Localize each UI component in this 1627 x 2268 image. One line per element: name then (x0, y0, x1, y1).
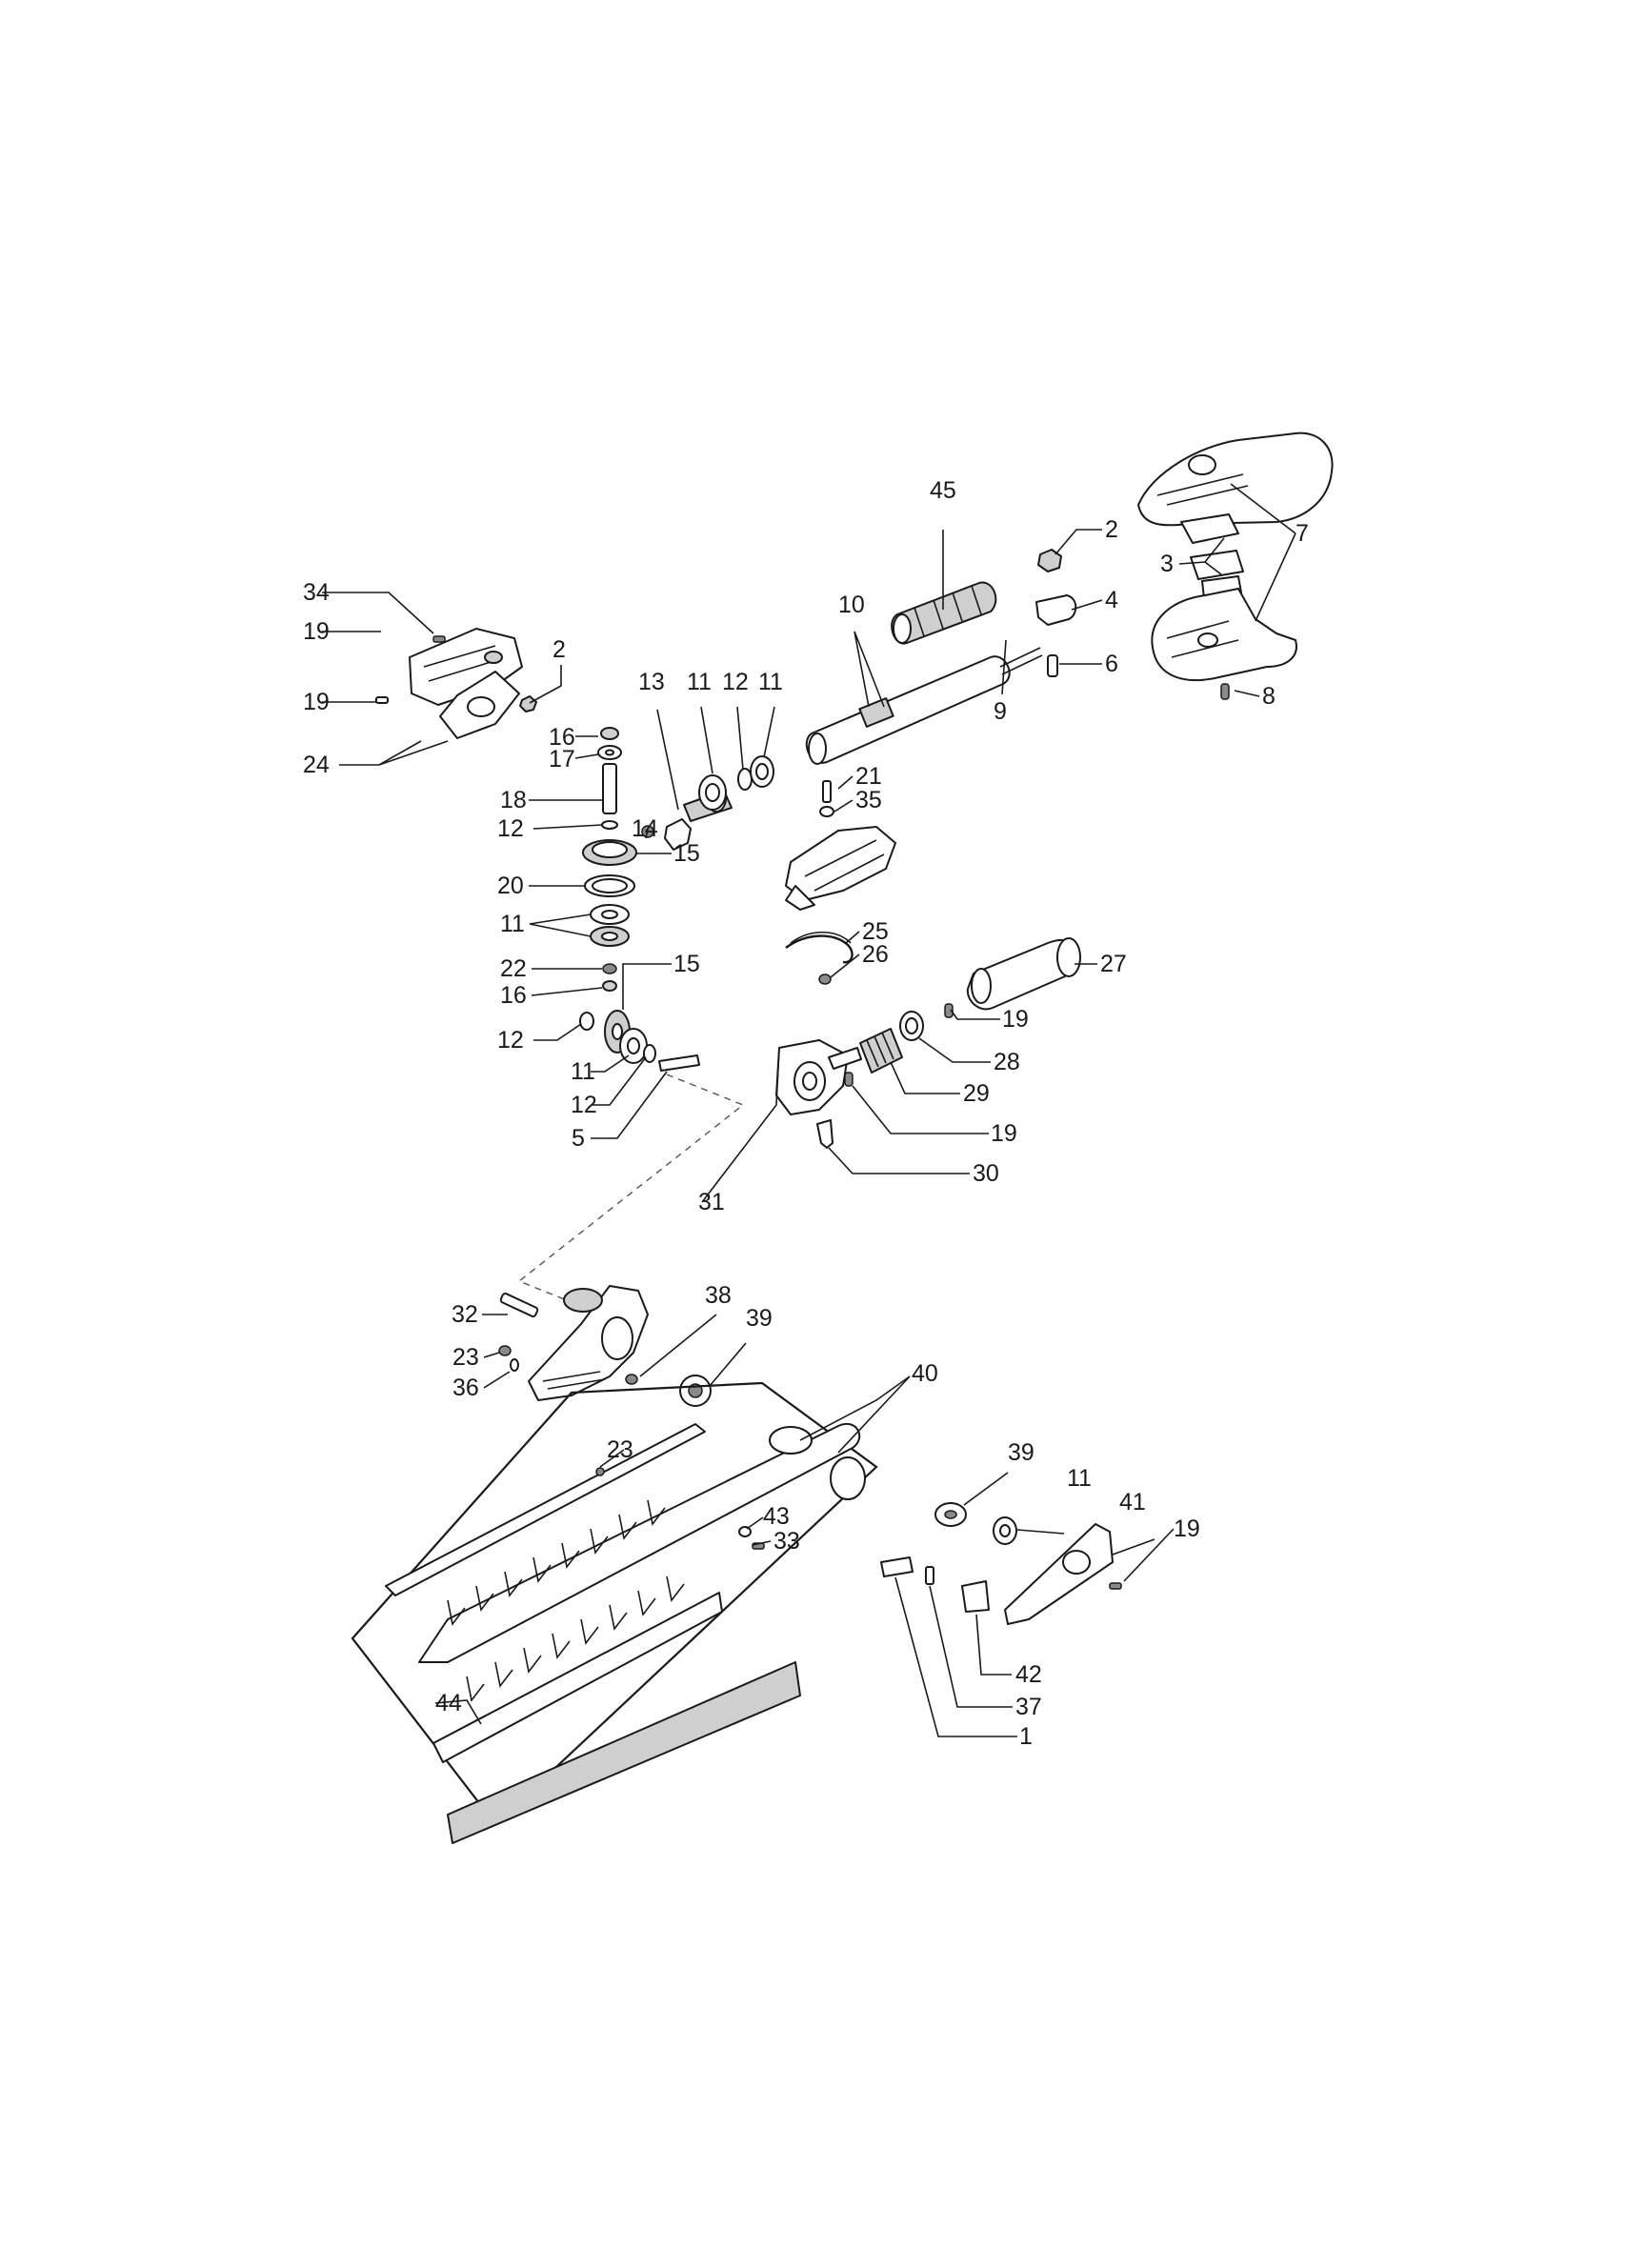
callout-27: 27 (1100, 951, 1127, 977)
callout-14: 14 (632, 815, 658, 842)
callout-13: 13 (638, 669, 665, 695)
callout-23-b: 23 (607, 1436, 633, 1463)
callout-24: 24 (303, 752, 330, 778)
callout-16-b: 16 (500, 982, 527, 1009)
lower-gearbox (498, 1285, 712, 1407)
screw-19-mid (944, 1003, 954, 1018)
grip-sleeve (891, 581, 997, 645)
callout-2-left: 2 (552, 636, 566, 663)
callout-16-a: 16 (549, 724, 575, 751)
cutter-blades (385, 1423, 866, 1844)
callout-30: 30 (973, 1160, 999, 1187)
callout-19-b: 19 (303, 689, 330, 715)
clamp-halves (1180, 513, 1244, 599)
callout-28: 28 (994, 1049, 1020, 1075)
callout-23-a: 23 (452, 1344, 479, 1371)
callout-10: 10 (838, 592, 865, 618)
callout-6: 6 (1105, 651, 1118, 677)
washer-28 (899, 1011, 924, 1041)
callout-33: 33 (773, 1528, 800, 1555)
callout-3: 3 (1160, 551, 1174, 577)
screw-8 (1220, 683, 1230, 700)
callout-35: 35 (855, 787, 882, 813)
callout-11-a: 11 (687, 669, 712, 695)
callout-18: 18 (500, 787, 527, 813)
callout-labels: 1 2 2 3 4 5 6 7 8 9 10 11 11 11 11 11 12… (303, 477, 1309, 1750)
callout-19-d: 19 (991, 1120, 1017, 1147)
callout-26: 26 (862, 941, 889, 968)
callout-11-e: 11 (1067, 1465, 1092, 1492)
callout-19-a: 19 (303, 618, 330, 645)
callout-44: 44 (435, 1690, 462, 1716)
callout-15-b: 15 (673, 951, 700, 977)
callout-34: 34 (303, 579, 330, 606)
callout-36: 36 (452, 1375, 479, 1401)
callout-12-b: 12 (497, 815, 524, 842)
callout-9: 9 (994, 698, 1007, 725)
callout-45: 45 (930, 477, 956, 504)
drive-tube-shaft (805, 647, 1043, 765)
gear-housing-left (375, 628, 537, 739)
callout-38: 38 (705, 1282, 732, 1309)
callout-29: 29 (963, 1080, 990, 1107)
callout-42: 42 (1015, 1661, 1042, 1688)
gear-stack (579, 727, 700, 1072)
callout-21: 21 (855, 763, 882, 790)
nut-2-top (1037, 549, 1062, 572)
callout-2-top: 2 (1105, 516, 1118, 543)
callout-11-d: 11 (571, 1058, 595, 1085)
callout-15-a: 15 (673, 840, 700, 867)
callout-7: 7 (1296, 520, 1309, 547)
clamp-4 (1035, 594, 1077, 626)
alignment-line (517, 1074, 745, 1311)
callout-12-d: 12 (571, 1092, 597, 1118)
spring-clip (785, 932, 854, 985)
gearbox-upper (785, 780, 896, 911)
callout-19-e: 19 (1174, 1515, 1200, 1542)
spring-29 (859, 1028, 903, 1074)
callout-17: 17 (549, 746, 575, 773)
callout-19-c: 19 (1002, 1006, 1029, 1033)
rear-handle-housing (1151, 588, 1297, 682)
handle-cover (1137, 432, 1334, 527)
callout-43: 43 (763, 1503, 790, 1530)
callout-39-b: 39 (1008, 1439, 1034, 1466)
callout-37: 37 (1015, 1694, 1042, 1720)
callout-11-b: 11 (758, 669, 783, 695)
callout-41: 41 (1119, 1489, 1146, 1515)
callout-31: 31 (698, 1189, 725, 1215)
callout-4: 4 (1105, 587, 1118, 613)
callout-22: 22 (500, 955, 527, 982)
callout-12-c: 12 (497, 1027, 524, 1054)
callout-11-c: 11 (500, 911, 525, 937)
leader-lines (322, 483, 1296, 1737)
callout-1: 1 (1019, 1723, 1033, 1750)
callout-8: 8 (1262, 683, 1275, 710)
callout-25: 25 (862, 918, 889, 945)
gear-case-31 (775, 1039, 862, 1149)
callout-20: 20 (497, 873, 524, 899)
blade-assembly-frame (351, 1381, 878, 1826)
screw-6 (1047, 654, 1058, 677)
callout-5: 5 (572, 1125, 585, 1152)
blade-cover-parts (880, 1502, 1122, 1625)
bearing-pinion (683, 755, 774, 822)
callout-12-a: 12 (722, 669, 749, 695)
callout-40: 40 (912, 1360, 938, 1387)
callout-32: 32 (452, 1301, 478, 1328)
front-grip (966, 937, 1081, 1011)
callout-39-a: 39 (746, 1305, 773, 1332)
